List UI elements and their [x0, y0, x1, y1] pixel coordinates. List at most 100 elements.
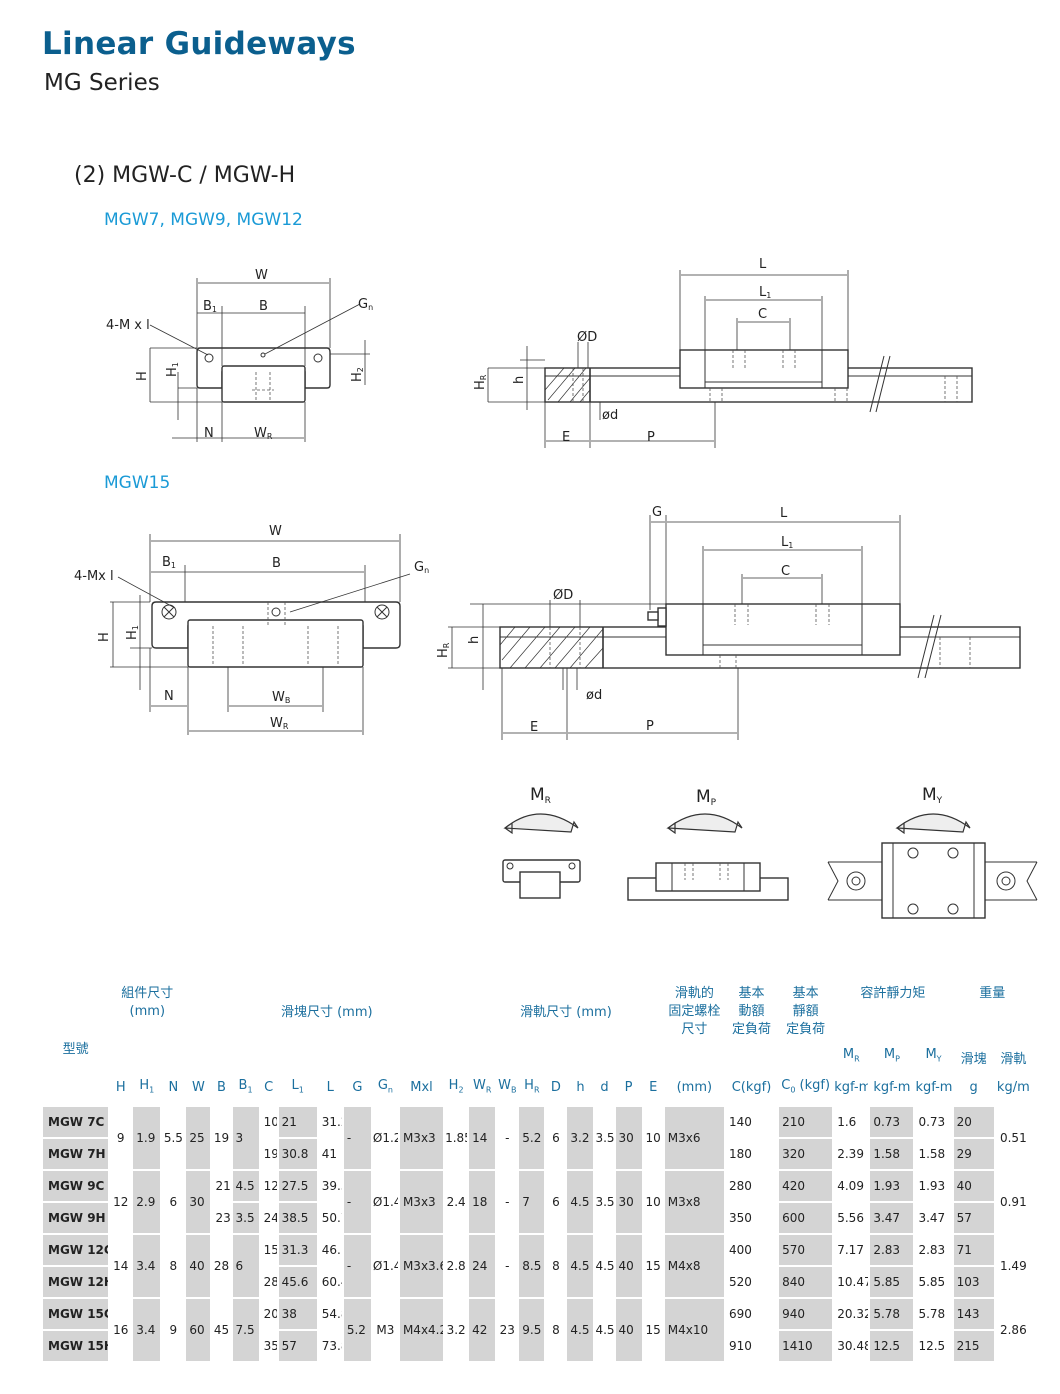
dim-HR: HR [473, 374, 488, 390]
column-symbol: G [352, 1080, 363, 1095]
column-header-D: D [545, 1070, 567, 1106]
cell-MR: 4.09 [833, 1170, 870, 1202]
column-header-C0: C0 (kgf) [778, 1070, 834, 1106]
cell-bolt: M4x10 [663, 1298, 725, 1362]
table-row: MGW 15C163.4960457.5203854.85.2M3M4x4.23… [42, 1298, 1032, 1362]
column-symbol: H [524, 1077, 534, 1093]
column-header-L: L [317, 1070, 343, 1106]
moment-MY: MY [827, 785, 1038, 919]
cell-H: 16 [109, 1298, 133, 1362]
cell-MP: 5.78 [869, 1298, 915, 1330]
subheader-1: MP [869, 1042, 915, 1070]
cell-B1: 7.5 [231, 1298, 260, 1362]
cell-W: 25 [185, 1106, 212, 1170]
dim-W: W [255, 268, 268, 283]
cell-G: - [342, 1234, 372, 1298]
dim-L1: L1 [781, 535, 793, 550]
dim-W: W [269, 524, 282, 539]
dim-Od: ød [586, 688, 602, 703]
cell-MP: 5.85 [869, 1266, 915, 1298]
cell-MY: 2.83 [914, 1234, 953, 1266]
column-symbol: G [377, 1077, 388, 1093]
cell-Cdyn: 180 [724, 1138, 779, 1170]
front-view-large: W B1 B Gn 4-Mx l H H1 N WB WR [74, 524, 429, 735]
dim-OD: ØD [553, 588, 573, 603]
dim-H1: H1 [125, 625, 140, 640]
column-symbol: kg/m [996, 1080, 1030, 1095]
column-symbol: kgf-m [873, 1080, 911, 1095]
cell-H1: 3.4 [132, 1298, 162, 1362]
cell-L: 31.2 [317, 1106, 343, 1138]
cell-d: 4.5 [594, 1298, 615, 1362]
column-header-MY: kgf-m [914, 1070, 953, 1106]
cell-Mxl: M4x4.2 [398, 1298, 445, 1362]
front-view-small: W B1 B Gn 4-M x l H H1 H2 N WR [106, 268, 373, 442]
cell-B1: 3.5 [231, 1202, 260, 1234]
model-cell: MGW 12C [42, 1234, 110, 1266]
column-symbol: Mxl [410, 1080, 433, 1095]
column-header-WR: WR [468, 1070, 497, 1106]
column-subscript: 1 [247, 1085, 253, 1095]
group-header: 重量 [952, 984, 1032, 1042]
cell-N: 9 [161, 1298, 186, 1362]
model-cell: MGW 12H [42, 1266, 110, 1298]
cell-H1: 1.9 [132, 1106, 162, 1170]
dim-WR: WR [254, 426, 273, 441]
column-header-bolt: (mm) [663, 1070, 725, 1106]
cell-MR: 1.6 [833, 1106, 870, 1138]
moment-label-MY: MY [922, 785, 943, 806]
technical-drawings: W B1 B Gn 4-M x l H H1 H2 N WR L L1 C ØD… [74, 257, 1038, 919]
cell-WB: 23 [496, 1298, 519, 1362]
cell-MY: 0.73 [914, 1106, 953, 1138]
cell-E: 15 [642, 1234, 664, 1298]
column-header-h: h [566, 1070, 595, 1106]
column-symbol: P [624, 1080, 633, 1095]
cell-B1: 6 [231, 1234, 260, 1298]
cell-L: 46.1 [317, 1234, 343, 1266]
cell-WR: 18 [468, 1170, 497, 1234]
cell-C: 15 [259, 1234, 278, 1266]
column-header-L1: L1 [277, 1070, 318, 1106]
dim-B1: B1 [162, 555, 176, 570]
column-subscript: R [485, 1085, 492, 1095]
cell-W: 30 [185, 1170, 212, 1234]
model-cell: MGW 7H [42, 1138, 110, 1170]
header-row-groups: 型號組件尺寸 (mm)滑塊尺寸 (mm)滑軌尺寸 (mm)滑軌的 固定螺栓 尺寸… [42, 984, 1032, 1106]
group-header: 滑塊尺寸 (mm) [185, 984, 469, 1042]
dim-E: E [530, 720, 538, 735]
column-symbol: W [192, 1080, 205, 1095]
cell-WB: - [496, 1234, 519, 1298]
cell-MP: 1.58 [869, 1138, 915, 1170]
cell-N: 5.5 [161, 1106, 186, 1170]
cell-MR: 7.17 [833, 1234, 870, 1266]
dim-L1: L1 [759, 285, 771, 300]
cell-C0: 420 [778, 1170, 834, 1202]
dim-N: N [204, 426, 214, 441]
group-header: 容許靜力矩 [833, 984, 953, 1042]
column-subscript: R [533, 1085, 540, 1095]
cell-wb: 20 [952, 1106, 995, 1138]
cell-C0: 840 [778, 1266, 834, 1298]
cell-H: 9 [109, 1106, 133, 1170]
column-header-H2: H2 [444, 1070, 469, 1106]
column-header-WB: WB [496, 1070, 519, 1106]
dim-L: L [780, 506, 788, 521]
column-unit: (kgf) [795, 1077, 831, 1093]
cell-C0: 600 [778, 1202, 834, 1234]
cell-C: 20 [259, 1298, 278, 1330]
cell-L: 54.8 [317, 1298, 343, 1330]
column-symbol: d [600, 1080, 609, 1095]
label-4-mxl: 4-Mx l [74, 569, 114, 584]
moment-label-MR: MR [530, 785, 551, 806]
group-header: 組件尺寸 (mm) [109, 984, 186, 1042]
column-subscript: 1 [149, 1085, 155, 1095]
column-symbol: D [550, 1080, 561, 1095]
cell-wb: 71 [952, 1234, 995, 1266]
series-name: MG Series [44, 70, 160, 96]
dim-HR: HR [436, 642, 451, 658]
page-title: Linear Guideways [42, 26, 356, 62]
cell-HR: 5.2 [518, 1106, 546, 1170]
cell-L: 50.7 [317, 1202, 343, 1234]
cell-D: 6 [545, 1170, 567, 1234]
